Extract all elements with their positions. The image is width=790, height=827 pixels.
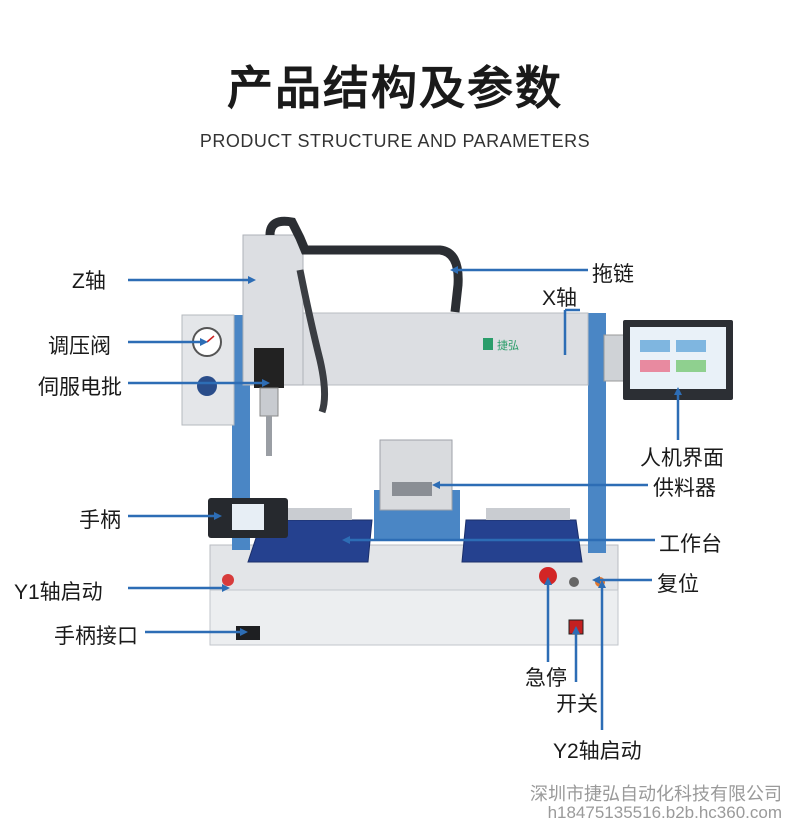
valve-knob bbox=[197, 376, 217, 396]
hmi-bracket bbox=[603, 334, 627, 382]
label-drag-chain: 拖链 bbox=[592, 262, 634, 286]
brand-logo: 捷弘 bbox=[483, 338, 519, 352]
label-handle: 手柄 bbox=[79, 508, 121, 532]
label-emergency-stop: 急停 bbox=[525, 666, 567, 690]
feeder-body bbox=[379, 439, 453, 511]
servo-body bbox=[259, 387, 279, 417]
label-x-axis: X轴 bbox=[542, 287, 578, 310]
arrowhead-handle-port bbox=[240, 628, 248, 636]
arrowhead-drag-chain bbox=[450, 266, 458, 274]
arrowhead-servo bbox=[262, 379, 270, 387]
label-switch: 开关 bbox=[556, 692, 598, 716]
label-y2-start: Y2轴启动 bbox=[553, 740, 642, 763]
arrowhead-worktable bbox=[342, 536, 350, 544]
arrowhead-pressure-valve bbox=[200, 338, 208, 346]
label-handle-port: 手柄接口 bbox=[54, 624, 138, 648]
handle-display bbox=[232, 504, 264, 530]
arrowhead-estop bbox=[544, 577, 552, 585]
footer-site: h18475135516.b2b.hc360.com bbox=[547, 803, 782, 822]
hmi-widget bbox=[676, 340, 706, 352]
arrowhead-y2 bbox=[598, 580, 606, 588]
cable-bundle bbox=[296, 269, 329, 414]
table-mount bbox=[486, 508, 570, 520]
arrowhead-handle bbox=[214, 512, 222, 520]
feeder-slot bbox=[392, 482, 432, 496]
arrowhead-reset bbox=[592, 576, 600, 584]
right-column bbox=[588, 313, 606, 553]
hmi-widget bbox=[640, 340, 670, 352]
label-servo-screwdriver: 伺服电批 bbox=[38, 375, 122, 399]
pointer-arrowheads bbox=[200, 266, 682, 636]
y1-start-button bbox=[222, 574, 234, 586]
hmi-widget bbox=[676, 360, 706, 372]
arrowhead-z-axis bbox=[248, 276, 256, 284]
hmi-widget bbox=[640, 360, 670, 372]
footer-company: 深圳市捷弘自动化科技有限公司 bbox=[530, 784, 782, 805]
label-z-axis: Z轴 bbox=[72, 270, 106, 293]
label-worktable: 工作台 bbox=[659, 532, 722, 556]
screwdriver-bit bbox=[266, 416, 272, 456]
arrowhead-switch bbox=[572, 626, 580, 634]
arrowhead-feeder bbox=[432, 481, 440, 489]
label-hmi: 人机界面 bbox=[640, 446, 724, 470]
logo-text: 捷弘 bbox=[497, 338, 519, 352]
table-mount bbox=[268, 508, 352, 520]
reset-button bbox=[569, 577, 579, 587]
pointer-lines bbox=[128, 268, 680, 730]
emergency-stop-button bbox=[539, 567, 557, 585]
servo-motor bbox=[254, 348, 284, 388]
hmi-screen bbox=[630, 327, 726, 389]
base-front-panel bbox=[209, 589, 619, 646]
label-y1-start: Y1轴启动 bbox=[14, 581, 103, 604]
label-pressure-valve: 调压阀 bbox=[48, 334, 111, 358]
label-reset: 复位 bbox=[657, 572, 699, 596]
logo-mark bbox=[483, 338, 493, 350]
page-title: 产品结构及参数 bbox=[227, 61, 563, 115]
arrowhead-hmi bbox=[674, 387, 682, 395]
page-subtitle: PRODUCT STRUCTURE AND PARAMETERS bbox=[199, 131, 591, 151]
gauge-needle bbox=[206, 335, 215, 343]
label-feeder: 供料器 bbox=[653, 476, 716, 500]
arrowhead-y1 bbox=[222, 584, 230, 592]
